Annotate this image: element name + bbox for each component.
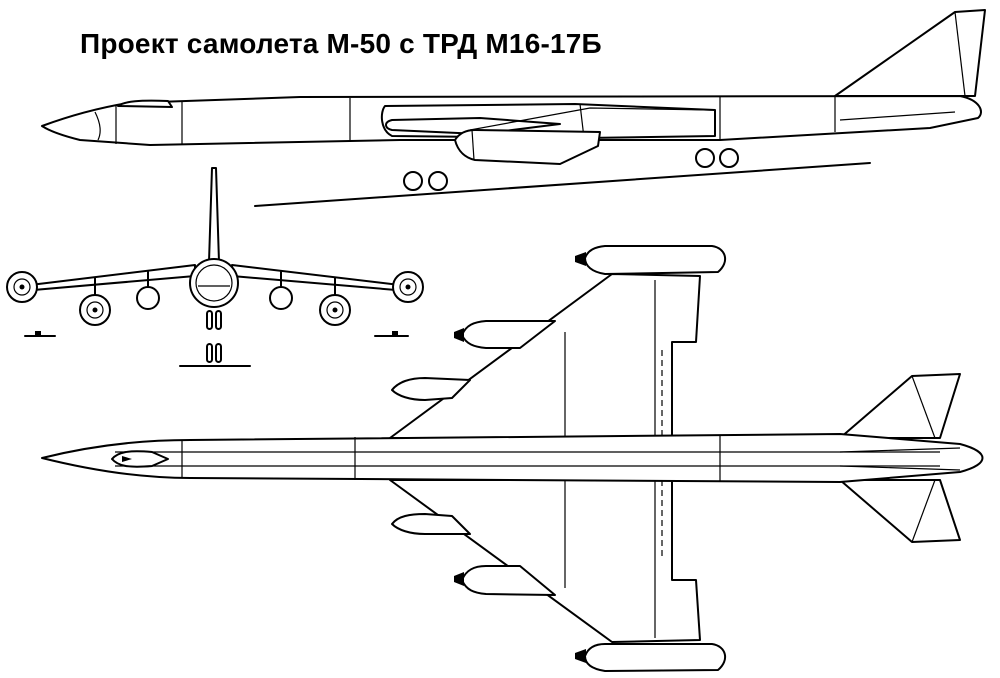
top-engine-tip-upper: [584, 245, 727, 275]
side-wheel: [695, 148, 715, 168]
top-wing-lower: [389, 479, 701, 643]
side-vertical-tail: [834, 9, 986, 97]
front-view: [6, 167, 424, 367]
top-stabilizer-lower: [839, 479, 961, 543]
side-wheel: [403, 171, 423, 191]
side-canopy: [117, 99, 173, 108]
top-stabilizer-upper: [839, 373, 961, 439]
side-wheel: [428, 171, 448, 191]
top-engine-inner-upper: [461, 320, 556, 349]
front-pod-left: [136, 286, 160, 310]
front-wing-left: [21, 264, 196, 292]
side-view: [41, 9, 986, 207]
side-ground-line: [254, 162, 871, 207]
side-wheel: [719, 148, 739, 168]
top-engine-tip-lower: [584, 643, 727, 672]
top-pod-upper: [391, 377, 471, 401]
top-view: [41, 245, 984, 672]
top-wing-upper: [389, 273, 701, 439]
top-engine-inner-lower: [461, 565, 556, 596]
front-wing-right: [231, 264, 409, 292]
top-cockpit: [111, 450, 169, 468]
top-fuselage: [41, 433, 984, 483]
front-pod-right: [269, 286, 293, 310]
front-fin: [208, 167, 220, 263]
front-fuselage: [189, 258, 239, 308]
side-engine-lower: [454, 129, 601, 165]
top-pod-lower: [391, 513, 471, 535]
diagram-title: Проект самолета М-50 с ТРД М16-17Б: [80, 28, 602, 59]
